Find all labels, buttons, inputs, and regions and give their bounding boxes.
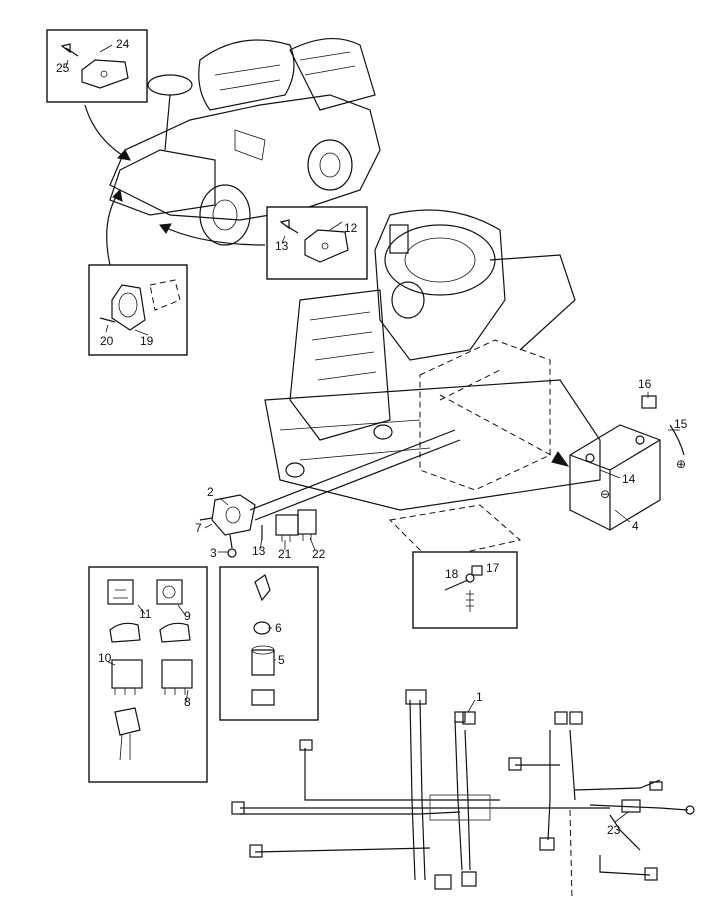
callout-10: 10: [98, 651, 112, 665]
arrow-to-pedal-bracket: [159, 224, 266, 246]
callout-22: 22: [312, 547, 326, 561]
switch-cap-icon-left: [107, 579, 134, 605]
callout-3: 3: [210, 546, 217, 560]
callout-5: 5: [278, 653, 285, 667]
callout-9: 9: [184, 609, 191, 623]
callout-8: 8: [184, 695, 191, 709]
callout-1: 1: [476, 690, 483, 704]
callout-19: 19: [140, 334, 154, 348]
callout-25: 25: [56, 61, 70, 75]
callout-13-top: 13: [275, 239, 289, 253]
callout-12: 12: [344, 221, 358, 235]
engine-chassis-illustration: [249, 209, 601, 561]
detail-box-ignition: [219, 566, 319, 721]
battery: [569, 395, 685, 531]
negative-symbol: ⊖: [600, 487, 610, 501]
callout-7: 7: [195, 521, 202, 535]
callout-21: 21: [278, 547, 292, 561]
relays: [261, 509, 317, 542]
wiring-harness: [231, 689, 695, 901]
arrow-head: [117, 149, 131, 161]
arrow-to-switch: [106, 189, 121, 266]
detail-box-seat-switch: [46, 29, 148, 103]
callout-24: 24: [116, 37, 130, 51]
positive-symbol: ⊕: [676, 457, 686, 471]
key-switch-housing: [199, 494, 256, 558]
callout-23: 23: [607, 823, 621, 837]
callout-18: 18: [445, 567, 459, 581]
callout-2: 2: [207, 485, 214, 499]
callout-13-bottom: 13: [252, 544, 266, 558]
leader-lines: [107, 392, 680, 823]
switch-cap-icon-right: [156, 579, 183, 605]
callout-6: 6: [275, 621, 282, 635]
detail-box-rocker-switches: [88, 566, 208, 783]
arrow-head: [112, 188, 123, 202]
callout-15: 15: [674, 417, 688, 431]
detail-box-pedal-switch: [266, 206, 368, 280]
callout-16: 16: [638, 377, 652, 391]
arrow-head: [159, 223, 172, 234]
riding-mower-illustration: [109, 37, 381, 246]
detail-box-brake-switch: [88, 264, 188, 356]
callout-14: 14: [622, 472, 636, 486]
detail-box-ground-terminal: [412, 551, 518, 629]
callout-17: 17: [486, 561, 500, 575]
callout-4: 4: [632, 519, 639, 533]
callout-20: 20: [100, 334, 114, 348]
